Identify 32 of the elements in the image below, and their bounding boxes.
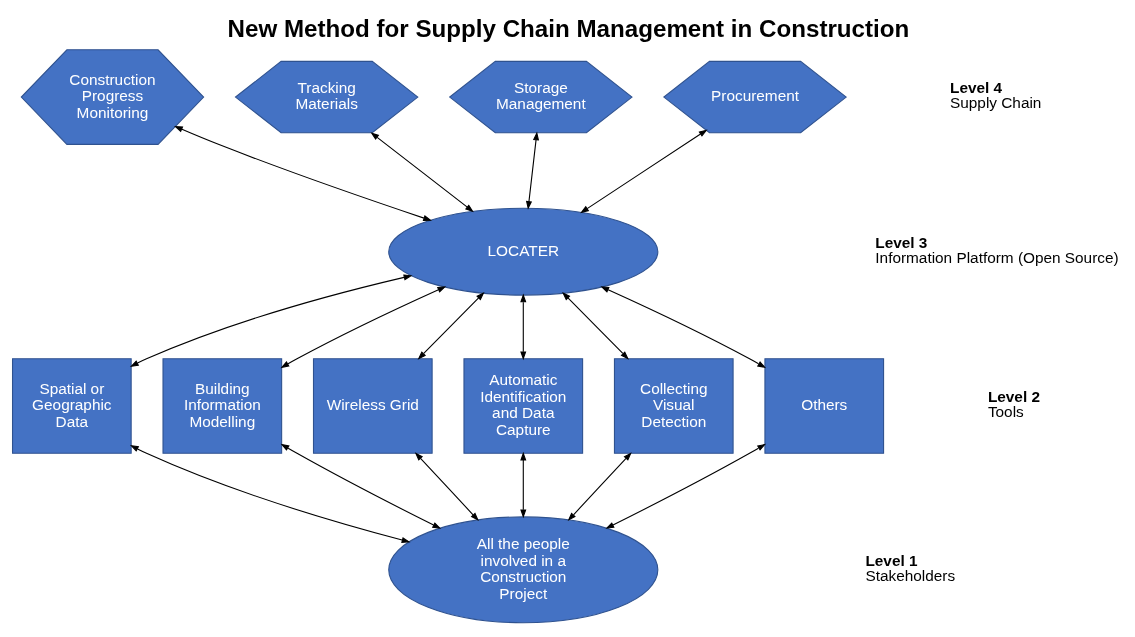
arrow (129, 274, 413, 367)
arrow (567, 452, 632, 522)
label: Stakeholders (865, 567, 956, 584)
label: Level 2 (987, 387, 1041, 405)
label: Tools (987, 403, 1024, 421)
arrow (174, 125, 432, 221)
arrow (520, 451, 527, 519)
arrow (520, 293, 527, 361)
node-box: Wireless Grid (312, 358, 433, 454)
diagram-title: New Method for Supply Chain Management in Construction (227, 15, 910, 43)
arrow (370, 132, 474, 213)
node-box: Spatial or Geographic Data (11, 358, 132, 454)
label: Level 4 (950, 78, 1003, 96)
node-box: Collecting Visual Detection (613, 358, 734, 454)
node-box: Automatic Identification and Data Capture (463, 358, 584, 454)
label: Information Platform (Open Source) (875, 248, 1119, 266)
label: Level 1 (865, 551, 918, 569)
arrow (562, 292, 629, 360)
arrow (129, 445, 411, 543)
arrow (280, 443, 442, 529)
arrow (525, 131, 540, 210)
node-box: Building Information Modelling (162, 358, 283, 454)
arrow (605, 443, 766, 529)
arrow (417, 292, 485, 360)
arrow (414, 452, 479, 522)
label: Level 3 (875, 233, 928, 251)
arrow (280, 286, 447, 369)
node-box: Others (764, 358, 885, 454)
arrow (600, 286, 767, 369)
label: Supply Chain (950, 94, 1042, 112)
arrow (580, 129, 708, 214)
node-ellipse: All the people involved in a Construction Project (388, 516, 659, 624)
